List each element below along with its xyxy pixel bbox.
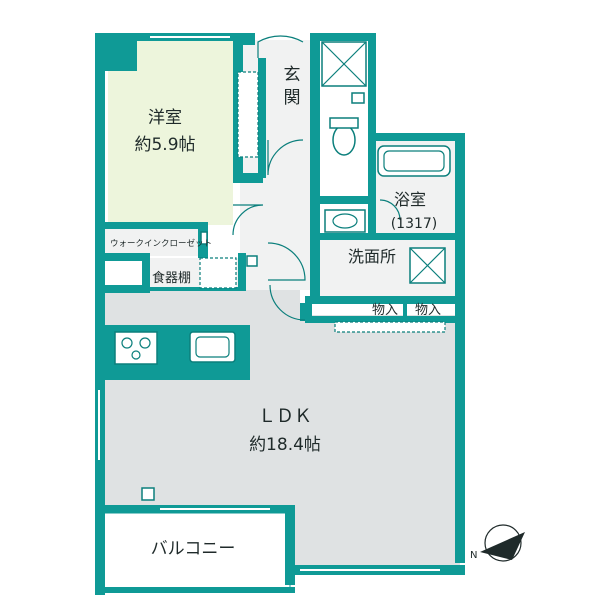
fixtures (114, 41, 451, 501)
wall-bath-left (368, 133, 376, 240)
bedroom-area: 約5.9帖 (134, 135, 195, 155)
wall-storage-bottom (305, 316, 465, 323)
wall-ldk-top-left (95, 285, 150, 293)
wall-entrance-top (243, 33, 255, 45)
compass: N (470, 524, 525, 562)
wall-storage-divider (403, 298, 407, 320)
burner (121, 337, 133, 349)
vent (141, 487, 155, 501)
wall-bath-right (455, 133, 465, 563)
bath-name: 浴室 (394, 190, 426, 209)
wall-bedroom-bottom (105, 222, 205, 229)
shoe-cabinet (237, 71, 259, 158)
burner (139, 337, 151, 349)
wall-notch (105, 41, 137, 71)
bathtub (377, 145, 451, 177)
toilet (332, 124, 356, 156)
wall-shaft-right (368, 33, 376, 133)
wall-balcony-bottom (95, 587, 295, 593)
wall-balcony-left (95, 505, 105, 595)
washbasin-bowl (332, 213, 358, 229)
vent (200, 231, 208, 245)
ldk-name: ＬＤＫ (258, 406, 312, 427)
bath-size: (1317) (391, 216, 438, 232)
entrance-name-1: 玄 (284, 65, 301, 85)
wic-floor (105, 228, 205, 256)
wall-bath-bottom (368, 233, 463, 240)
windows (98, 36, 440, 571)
wall-wic-bottom (105, 253, 150, 261)
storage-1-name: 物入 (372, 303, 398, 318)
wall-entrance-left (258, 58, 266, 178)
wall-bedroom-right-2 (233, 173, 263, 183)
wall-bath-top (368, 133, 463, 141)
wall-pantry-bottom (150, 287, 242, 291)
compass-label: N (470, 550, 477, 561)
washer-pan-x (409, 247, 446, 284)
bedroom-name: 洋室 (148, 108, 182, 128)
bedroom-door (232, 204, 264, 236)
balcony-name: バルコニー (151, 539, 236, 559)
wall-balcony-right (285, 505, 295, 585)
storage-doors (334, 321, 446, 333)
pantry-shelf (199, 257, 237, 289)
washbasin (324, 209, 366, 233)
kitchen-sink (189, 331, 236, 363)
ldk-area: 約18.4帖 (249, 435, 321, 455)
storage-2-name: 物入 (415, 303, 441, 318)
pantry-name: 食器棚 (152, 270, 191, 286)
wall-shaft-top (310, 33, 375, 41)
wall-pantry-right (238, 253, 246, 291)
vent (351, 92, 365, 104)
doors (232, 35, 401, 321)
corridor-door (269, 284, 306, 321)
wall-corridor-bottom (300, 303, 312, 321)
wall-entrance-right (310, 33, 320, 303)
entrance-name-2: 関 (284, 88, 301, 108)
wall-pantry-left (142, 253, 150, 293)
vent (246, 255, 258, 267)
washroom-door (267, 242, 306, 281)
labels: 洋室 約5.9帖 玄 関 浴室 (1317) ウォークインクローゼット 食器棚 … (110, 65, 441, 559)
kitchen-sink-bowl (195, 336, 230, 358)
wall-toilet-bottom (318, 196, 373, 204)
wic-name: ウォークインクローゼット (110, 238, 212, 249)
compass-ring (484, 524, 522, 562)
wall-wash-bottom (305, 296, 465, 304)
wall-wash-left-top (318, 233, 373, 240)
shaft-x (321, 41, 367, 87)
washroom-name: 洗面所 (348, 247, 396, 266)
bathtub-inner (383, 150, 445, 172)
entrance-door (257, 35, 304, 58)
compass-arrow-icon (480, 532, 525, 560)
toilet-tank (329, 117, 359, 129)
wall-left (95, 33, 105, 513)
burner (131, 350, 141, 360)
toilet-door (267, 139, 304, 176)
bath-door (379, 199, 401, 221)
